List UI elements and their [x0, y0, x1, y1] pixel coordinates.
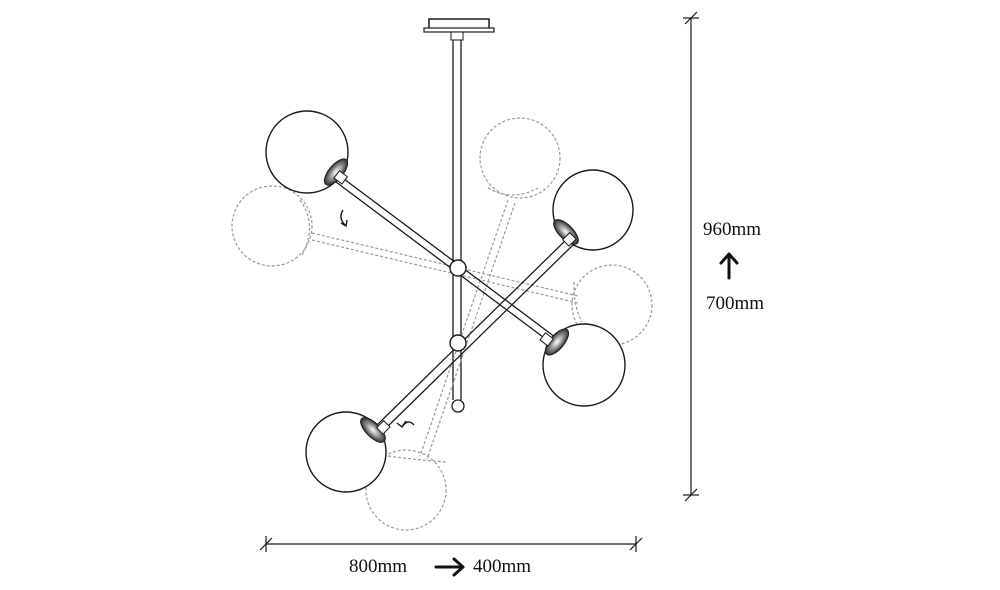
width-dimension-line: [259, 536, 643, 552]
lower-joint: [449, 334, 467, 352]
upper-joint: [449, 259, 467, 277]
ghost-globe: [231, 185, 313, 267]
ceiling-canopy: [423, 18, 495, 33]
arrow-right-icon: [434, 557, 465, 577]
arrow-up-icon: [719, 252, 739, 280]
rotate-arrow-icon: [396, 420, 415, 429]
globe-upper-right: [552, 169, 634, 251]
lamp-arms: [335, 175, 575, 432]
height-min-label: 700mm: [706, 293, 765, 314]
ghost-globe: [365, 449, 447, 531]
globe-lower-right: [539, 323, 626, 407]
globe-lower-left: [305, 411, 391, 493]
ghost-globe: [479, 117, 561, 199]
ghost-configuration: [231, 117, 653, 531]
width-min-label: 400mm: [473, 556, 532, 577]
globe-upper-left: [265, 110, 349, 194]
height-max-label: 960mm: [703, 219, 762, 240]
width-max-label: 800mm: [349, 556, 408, 577]
center-rod: [450, 31, 465, 413]
height-dimension-line: [683, 11, 699, 502]
rotate-arrow-icon: [340, 209, 348, 228]
